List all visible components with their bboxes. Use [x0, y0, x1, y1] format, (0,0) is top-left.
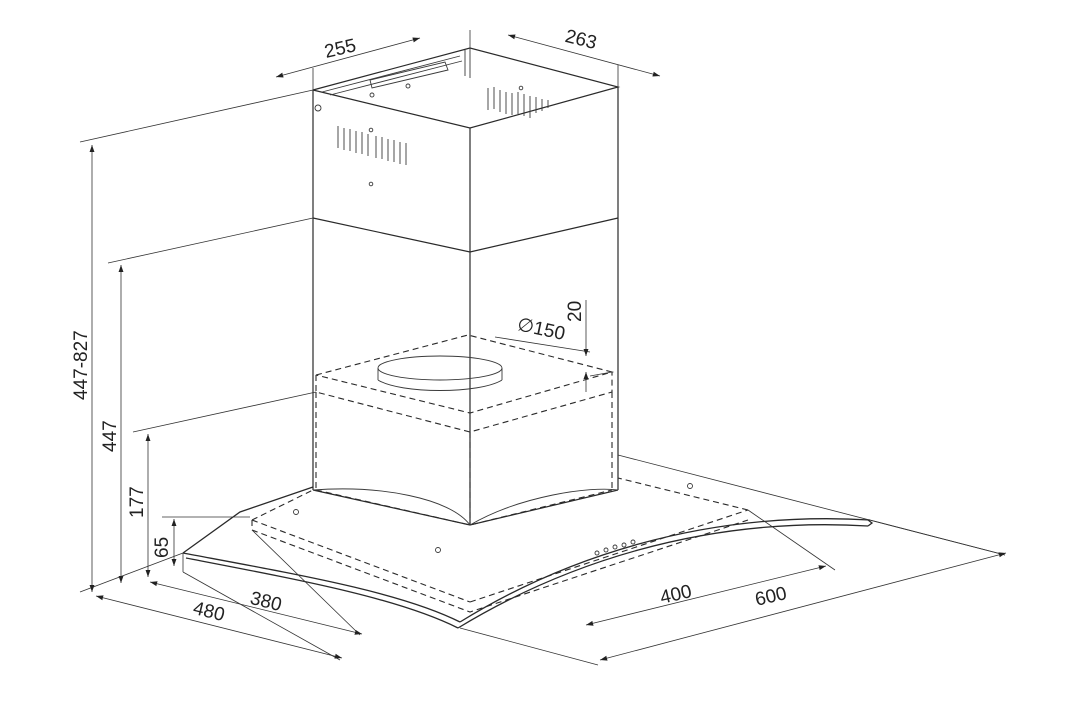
motor-housing-hidden: [315, 334, 615, 526]
canopy: [251, 477, 749, 613]
label-chimney-width: 255: [323, 35, 359, 63]
label-hood-height: 447: [100, 420, 121, 452]
duct-collar: [377, 355, 503, 391]
label-chimney-depth: 263: [563, 26, 599, 54]
label-width-inner: 400: [658, 581, 694, 609]
dim-line-width-inner: [585, 565, 827, 626]
label-total-height: 447-827: [71, 330, 92, 400]
label-duct-diameter: ∅150: [515, 314, 567, 345]
dimension-labels: 255 263 447-827 447 177 65 20 ∅150 380 4…: [71, 26, 789, 626]
dim-line-chimney-depth: [507, 34, 661, 77]
label-collar-height: 20: [565, 301, 586, 322]
label-glass-height: 65: [152, 537, 173, 558]
left-vent-slots: [337, 126, 407, 187]
label-depth-outer: 480: [191, 598, 227, 626]
label-canopy-height: 177: [127, 486, 148, 518]
lower-chimney: [312, 218, 619, 526]
extension-lines: [79, 30, 1006, 666]
dim-line-width-outer: [599, 552, 1007, 661]
label-width-outer: 600: [753, 583, 789, 611]
dimension-lines: [89, 34, 1007, 661]
control-buttons: [594, 539, 636, 556]
upper-chimney: [312, 47, 621, 253]
dim-line-depth-outer: [95, 595, 343, 659]
dim-line-chimney-width: [275, 37, 421, 78]
right-vent-slots: [487, 85, 549, 118]
